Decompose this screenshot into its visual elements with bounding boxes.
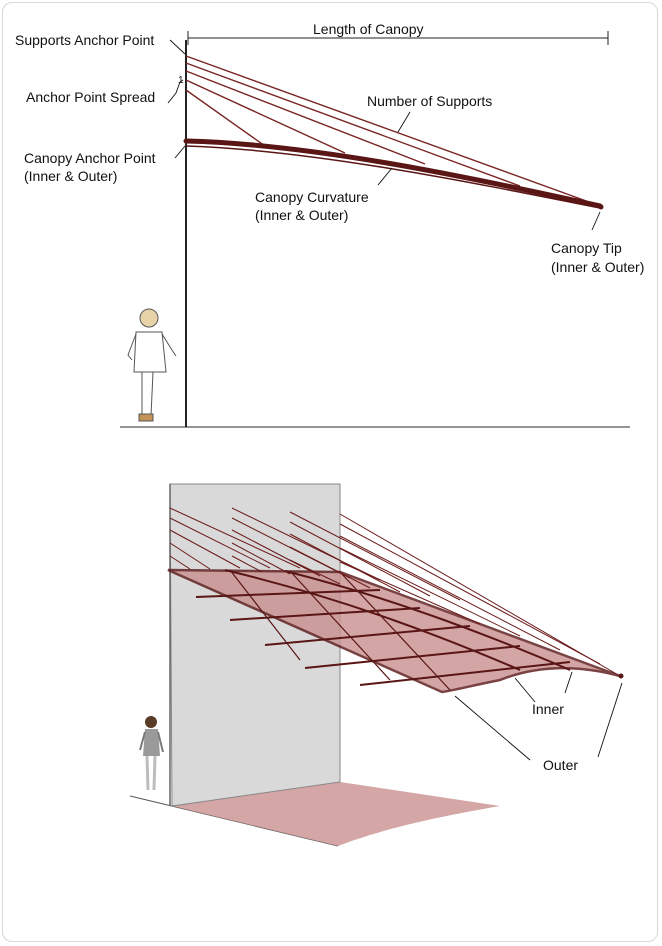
supports-anchor-point-label: Supports Anchor Point: [15, 32, 155, 48]
inner-label: Inner: [532, 701, 564, 717]
canopy-curvature-sublabel: (Inner & Outer): [255, 207, 349, 223]
canopy-tip-sublabel: (Inner & Outer): [551, 259, 645, 275]
canopy-grid-3d: [195, 569, 571, 691]
canopy-profile: [183, 138, 603, 209]
canopy-tip-label: Canopy Tip: [551, 240, 622, 256]
canopy-surface-3d: [167, 568, 621, 694]
length-of-canopy-label: Length of Canopy: [313, 21, 424, 37]
person-side-view: [127, 308, 177, 422]
leader-lines-3d: [454, 671, 623, 761]
wall-3d: [169, 483, 341, 807]
spread-marker: 1: [178, 75, 184, 86]
support-cable: [185, 70, 426, 165]
leader-lines: [167, 39, 601, 231]
support-cable: [185, 55, 601, 207]
support-cable: [185, 89, 266, 147]
perspective-view: [129, 483, 624, 847]
side-elevation: [120, 31, 630, 428]
canopy-anchor-point-sublabel: (Inner & Outer): [24, 168, 118, 184]
support-cable: [185, 62, 521, 187]
ground-line-3d: [129, 795, 339, 847]
number-of-supports-label: Number of Supports: [367, 93, 493, 109]
person-3d-view: [139, 716, 164, 791]
canopy-curvature-label: Canopy Curvature: [255, 189, 369, 205]
canopy-profile-thin: [185, 145, 601, 209]
support-cables-3d: [169, 507, 621, 677]
length-dimension: [187, 31, 609, 45]
anchor-point-spread-label: Anchor Point Spread: [26, 89, 156, 105]
outer-label: Outer: [543, 757, 579, 773]
support-cables: [185, 55, 601, 207]
canopy-anchor-point-label: Canopy Anchor Point: [24, 150, 156, 166]
support-cable: [185, 79, 346, 154]
canopy-tip-point: [598, 204, 604, 210]
ground-shadow: [172, 782, 500, 846]
